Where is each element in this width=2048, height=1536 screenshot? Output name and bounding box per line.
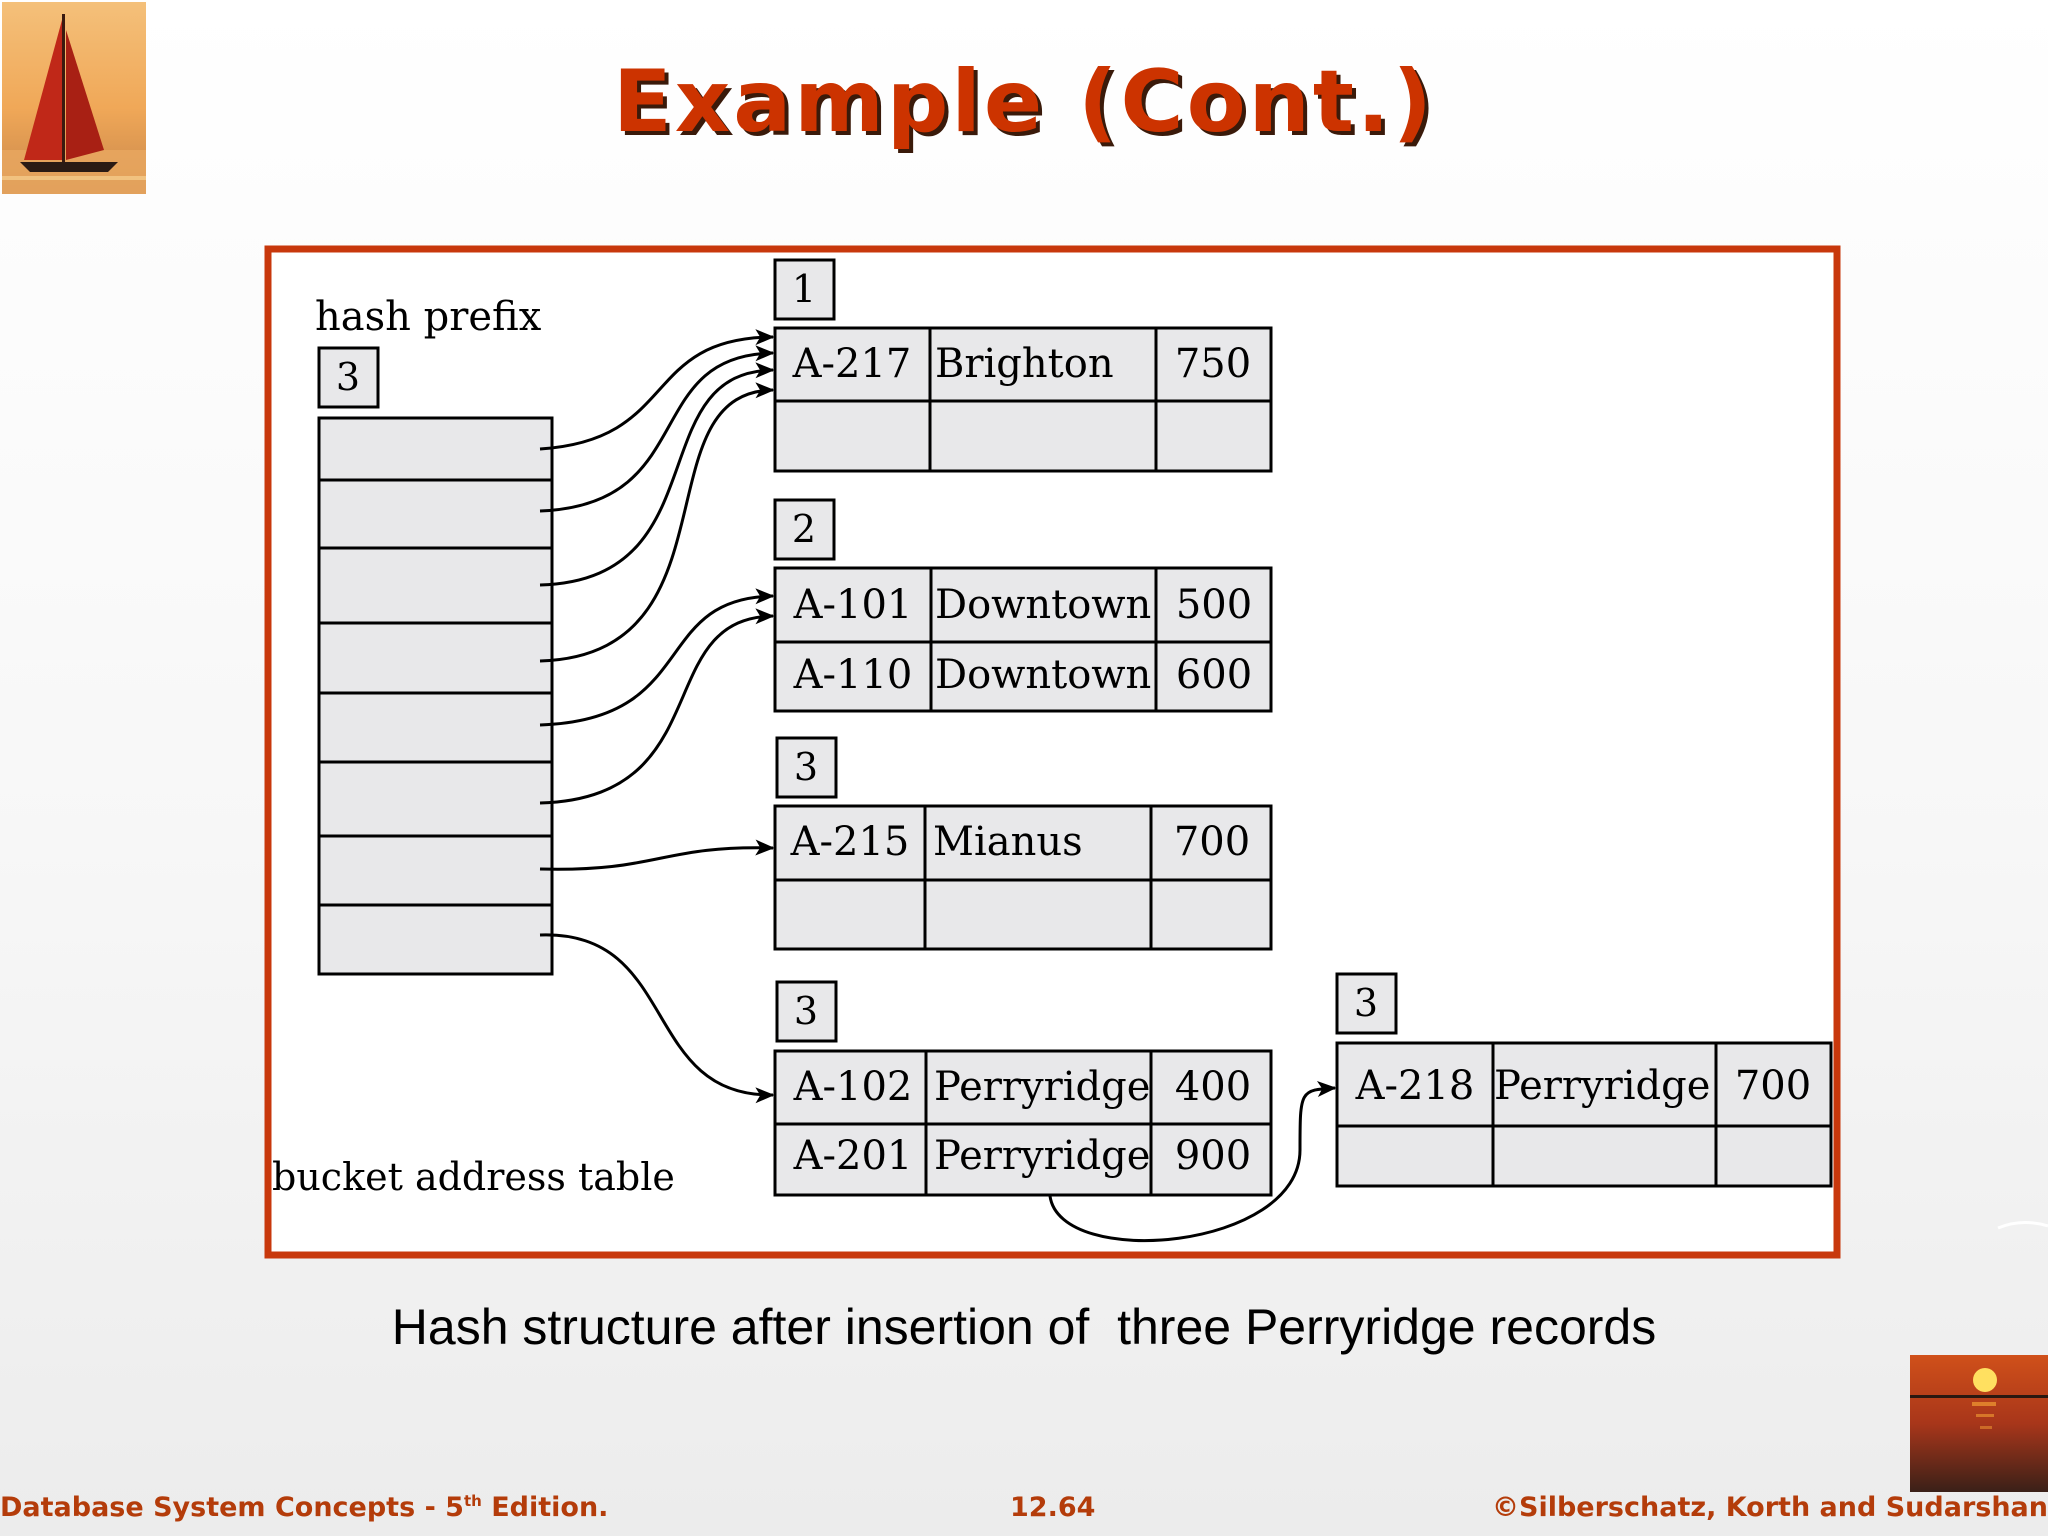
footer-copyright: ©Silberschatz, Korth and Sudarshan bbox=[1492, 1492, 2048, 1523]
account-number: A-218 bbox=[1355, 1063, 1475, 1109]
footer-page-number: 12.64 bbox=[1010, 1492, 1096, 1523]
bucket-1: 1 A-217 Brighton 750 bbox=[773, 258, 1273, 473]
account-number: A-217 bbox=[792, 341, 912, 387]
branch-name: Brighton bbox=[935, 341, 1114, 387]
account-number: A-201 bbox=[793, 1133, 913, 1179]
balance: 700 bbox=[1174, 819, 1250, 865]
account-number: A-101 bbox=[793, 582, 913, 628]
branch-name: Perryridge bbox=[934, 1064, 1150, 1110]
bucket-depth: 1 bbox=[792, 267, 816, 311]
bucket-frame bbox=[773, 566, 1273, 713]
hash-prefix-label: hash prefix bbox=[315, 294, 542, 340]
sailboat-sunset-icon bbox=[2, 2, 146, 194]
bucket-depth-box bbox=[773, 498, 836, 561]
bucket-table-label: bucket address table bbox=[272, 1155, 675, 1199]
footer-book-title-text: Database System Concepts - 5 bbox=[0, 1492, 464, 1523]
branch-name: Downtown bbox=[935, 582, 1151, 628]
bucket-3: 3 A-215 Mianus 700 bbox=[773, 736, 1273, 951]
hash-prefix-value: 3 bbox=[336, 355, 360, 399]
arrow-entry-2-to-bucket-1 bbox=[539, 345, 775, 513]
balance: 600 bbox=[1176, 652, 1252, 698]
balance: 500 bbox=[1176, 582, 1252, 628]
bucket-depth: 3 bbox=[794, 989, 818, 1033]
footer-edition-text: Edition. bbox=[481, 1492, 609, 1523]
bucket-depth-box bbox=[1335, 972, 1398, 1035]
bucket-depth: 3 bbox=[794, 745, 818, 789]
bucket-address-table-frame bbox=[317, 416, 554, 976]
sunset-sea-icon bbox=[1910, 1355, 2048, 1492]
account-number: A-215 bbox=[790, 819, 910, 865]
arrow-entry-7-to-bucket-3 bbox=[539, 839, 775, 871]
arrow-bucket-4-to-overflow bbox=[1048, 1081, 1337, 1242]
balance: 700 bbox=[1735, 1063, 1811, 1109]
branch-name: Perryridge bbox=[1494, 1063, 1710, 1109]
bucket-depth: 3 bbox=[1354, 981, 1378, 1025]
arrow-entry-6-to-bucket-2 bbox=[539, 608, 775, 805]
arrow-entry-8-to-bucket-4 bbox=[539, 933, 775, 1104]
diagram-caption: Hash structure after insertion of three … bbox=[391, 1299, 1657, 1355]
arrow-entry-4-to-bucket-1 bbox=[539, 382, 775, 663]
bucket-depth-box bbox=[775, 980, 838, 1043]
branch-name: Perryridge bbox=[934, 1133, 1150, 1179]
arrow-entry-3-to-bucket-1 bbox=[539, 362, 775, 587]
footer-book-title: Database System Concepts - 5th Edition. bbox=[0, 1492, 608, 1523]
bucket-address-table bbox=[317, 416, 554, 976]
balance: 400 bbox=[1175, 1064, 1251, 1110]
footer-edition-superscript: th bbox=[463, 1492, 482, 1510]
arrow-entry-1-to-bucket-1 bbox=[539, 329, 775, 451]
account-number: A-102 bbox=[793, 1064, 913, 1110]
bucket-depth-box bbox=[773, 258, 836, 321]
account-number: A-110 bbox=[793, 652, 913, 698]
balance: 900 bbox=[1175, 1133, 1251, 1179]
arrow-entry-5-to-bucket-2 bbox=[539, 588, 775, 727]
branch-name: Downtown bbox=[935, 652, 1151, 698]
bucket-2: 2 A-101 Downtown 500 A-110 Downtown 600 bbox=[773, 498, 1273, 713]
balance: 750 bbox=[1175, 341, 1251, 387]
bucket-frame bbox=[773, 804, 1273, 951]
pointer-arrows bbox=[539, 329, 1337, 1242]
slide-title: Example (Cont.) bbox=[613, 52, 1435, 152]
bucket-frame bbox=[1335, 1041, 1833, 1188]
swoosh-decoration bbox=[1997, 1221, 2048, 1230]
bucket-5-overflow: 3 A-218 Perryridge 700 bbox=[1335, 972, 1833, 1188]
bucket-4: 3 A-102 Perryridge 400 A-201 Perryridge … bbox=[773, 980, 1273, 1197]
branch-name: Mianus bbox=[933, 819, 1083, 865]
bucket-depth: 2 bbox=[792, 507, 816, 551]
bucket-depth-box bbox=[775, 736, 838, 799]
hash-prefix-box bbox=[317, 346, 380, 409]
